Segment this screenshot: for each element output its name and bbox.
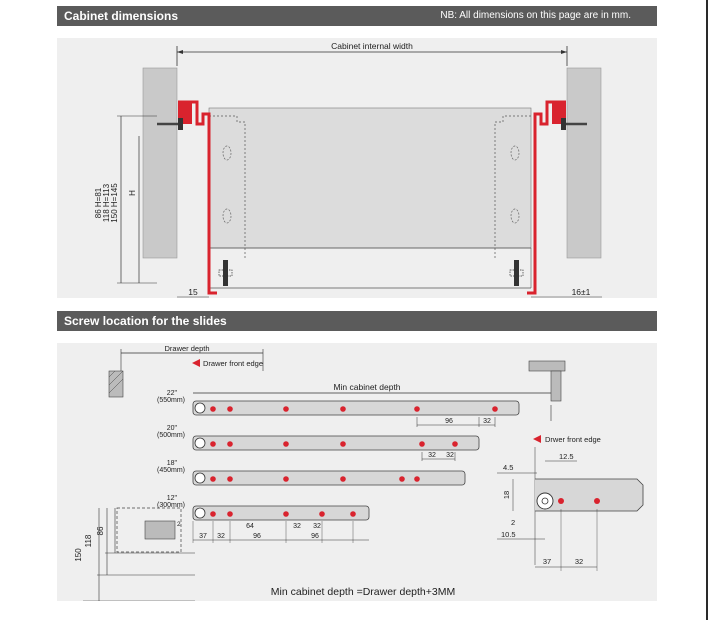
dim-32-a: 32 [483, 418, 491, 425]
dim-150-label: 150 H=145 [110, 183, 119, 223]
detail-dim-32: 32 [575, 557, 583, 566]
left-hatched-block [108, 370, 124, 398]
section-title: Screw location for the slides [64, 314, 227, 328]
dim-32-f: 32 [313, 523, 321, 530]
left-slide-profile [178, 100, 217, 295]
dim-96-a: 96 [445, 418, 453, 425]
right-bottom-screw-icon [514, 260, 519, 286]
drawer-front-edge-marker-icon [192, 359, 200, 367]
right-hatched-block [528, 360, 566, 372]
dim-86: 86 [96, 526, 105, 535]
cabinet-dimensions-panel: Cabinet internal width 86 H=81 118 H=113… [57, 38, 657, 298]
detail-front-edge-label: Drwer front edge [545, 435, 601, 444]
dim-16-label: 16±1 [572, 287, 591, 297]
dim-150: 150 [74, 548, 83, 562]
dim-118: 118 [84, 534, 93, 547]
drawer-body [208, 107, 532, 249]
dimensions-note: NB: All dimensions on this page are in m… [440, 10, 631, 21]
dim-64: 64 [246, 523, 254, 530]
slide-12-mm: (300mm) [157, 502, 185, 509]
detail-dim-12-5: 12.5 [559, 452, 574, 461]
detail-dim-18: 18 [502, 491, 511, 499]
left-cabinet-side [142, 67, 178, 259]
slide-12-rail [192, 505, 370, 521]
slide-18-size: 18" [167, 460, 178, 467]
drawer-front-edge-label: Drawer front edge [203, 359, 263, 368]
section-header-cabinet-dimensions: Cabinet dimensions NB: All dimensions on… [57, 6, 657, 26]
detail-dim-37: 37 [543, 557, 551, 566]
dim-32-c: 32 [446, 452, 454, 459]
screw-location-panel: Drawer depth Drawer front edge Min cabin… [57, 343, 657, 601]
dim-32-e: 32 [293, 523, 301, 530]
slide-18-mm: (450mm) [157, 467, 185, 474]
dim-96-b: 96 [253, 533, 261, 540]
dim-86-label: 86 H=81 [94, 187, 103, 218]
detail-front-edge-marker-icon [533, 435, 541, 443]
detail-dim-10-5: 10.5 [501, 530, 516, 539]
dim-32-d: 32 [217, 533, 225, 540]
dim-15-label: 15 [188, 287, 198, 297]
cabinet-internal-width-label: Cabinet internal width [331, 41, 413, 51]
slide-12-size: 12" [167, 495, 178, 502]
drawer-section-outline [116, 507, 182, 553]
detail-dim-2: 2 [511, 518, 515, 527]
section-header-screw-location: Screw location for the slides [57, 311, 657, 331]
dim-37: 37 [199, 533, 207, 540]
dim-h-label: H [128, 190, 137, 196]
dim-96-c: 96 [311, 533, 319, 540]
dim-2-a: 2 [177, 521, 181, 528]
cabinet-dimensions-diagram: Cabinet internal width 86 H=81 118 H=113… [94, 41, 602, 298]
drawer-depth-label: Drawer depth [164, 344, 209, 353]
slide-20-size: 20" [167, 425, 178, 432]
left-bottom-screw-icon [223, 260, 228, 286]
right-cabinet-side [566, 67, 602, 259]
right-slide-profile [527, 100, 566, 295]
section-title: Cabinet dimensions [64, 9, 179, 23]
dim-118-label: 118 H=113 [102, 183, 111, 222]
detail-dim-4-5: 4.5 [503, 463, 513, 472]
screw-location-diagram: Drawer depth Drawer front edge Min cabin… [74, 344, 644, 601]
min-depth-formula: Min cabinet depth =Drawer depth+3MM [271, 586, 455, 598]
min-cabinet-depth-label: Min cabinet depth [333, 382, 400, 392]
slide-20-mm: (500mm) [157, 432, 185, 439]
slide-18-rail [192, 470, 466, 486]
slide-22-size: 22" [167, 390, 178, 397]
slide-22-mm: (550mm) [157, 397, 185, 404]
dim-32-b: 32 [428, 452, 436, 459]
slide-20-rail [192, 435, 480, 451]
slide-22-rail [192, 400, 520, 416]
page-right-border [706, 0, 708, 620]
